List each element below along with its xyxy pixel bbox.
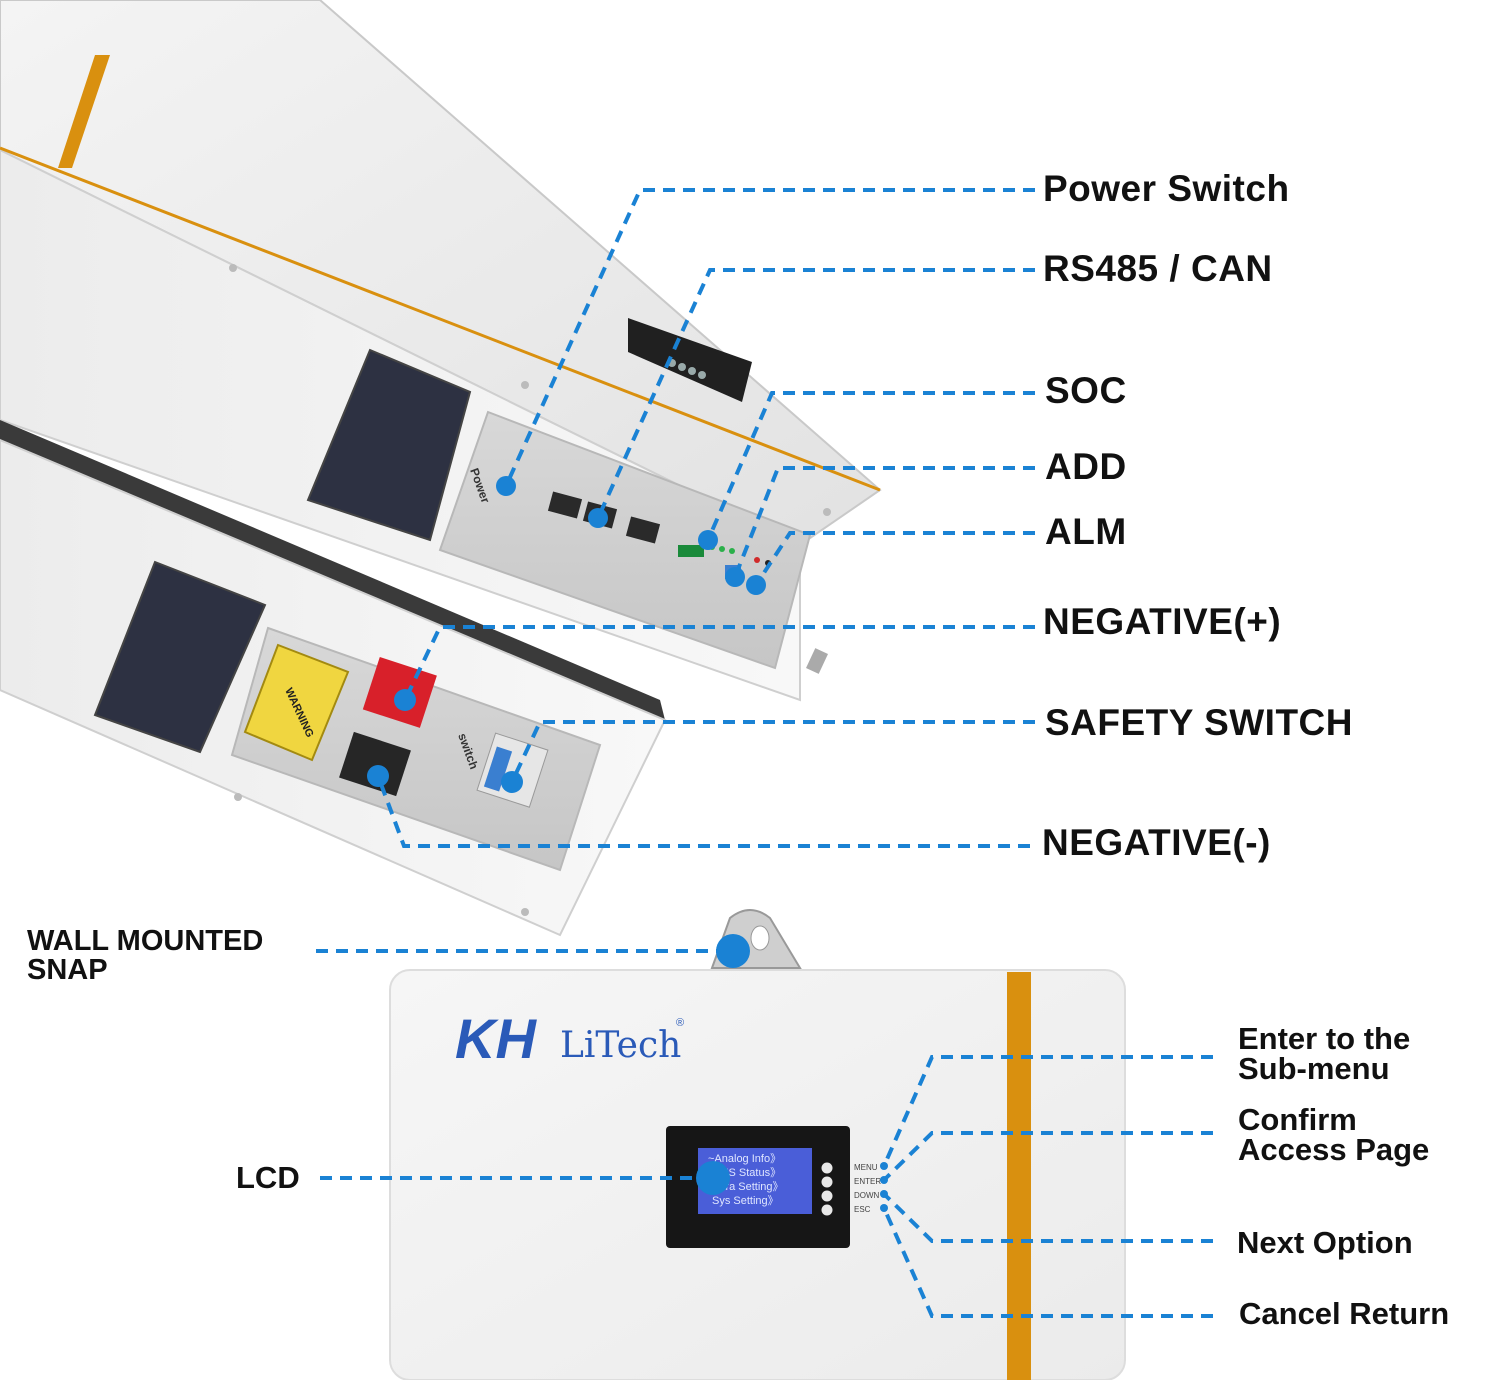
screw (229, 264, 237, 272)
upper-info-sticker (306, 348, 472, 542)
upper-battery-unit: Power (0, 0, 882, 702)
registered-mark: ® (676, 1017, 684, 1029)
button-label-enter: ENTER (854, 1177, 881, 1186)
led-indicator (729, 548, 735, 554)
label-add: ADD (1045, 446, 1127, 487)
label-enter-line-2: Sub-menu (1238, 1051, 1390, 1086)
dot-add (725, 567, 745, 587)
dot-lcd (696, 1161, 730, 1195)
dot-menu-button (880, 1162, 888, 1170)
shock-warning-sticker (243, 643, 350, 762)
leader-negative-minus (376, 775, 1030, 848)
label-negative-minus: NEGATIVE(-) (1042, 822, 1271, 863)
label-alm: ALM (1045, 511, 1127, 552)
label-confirm-access: Confirm Access Page (1238, 1102, 1430, 1167)
label-lcd: LCD (236, 1160, 300, 1195)
label-rs485-can: RS485 / CAN (1043, 248, 1273, 289)
label-enter-line-1: Enter to the (1238, 1021, 1411, 1056)
screw (521, 908, 529, 916)
upper-orange-stripe-top (58, 55, 110, 168)
lower-battery-unit: KH LiTech ® ~Analog Info》 BMS Status》 Pa… (389, 909, 1126, 1380)
label-enter-submenu: Enter to the Sub-menu (1238, 1021, 1411, 1086)
callout-leaders (316, 188, 1213, 1318)
rj45-port (547, 491, 583, 519)
label-next-option: Next Option (1237, 1225, 1413, 1260)
dot-enter-button (880, 1176, 888, 1184)
label-wall-line-2: SNAP (27, 954, 108, 986)
label-negative-plus: NEGATIVE(+) (1043, 601, 1282, 642)
green-terminal-block (678, 545, 704, 557)
label-confirm-line-2: Access Page (1238, 1132, 1430, 1167)
dot-wall-snap (716, 934, 750, 968)
dot-safety-switch (501, 771, 523, 793)
lcd-menu-line-4: Sys Setting》 (712, 1194, 779, 1207)
dot-rs485-can (588, 508, 608, 528)
brand-mark: KH (455, 1007, 537, 1070)
upper-connector-panel (438, 410, 812, 670)
leader-add (733, 466, 1035, 578)
screw (521, 381, 529, 389)
leader-cancel-return (882, 1207, 1213, 1318)
brand-name: LiTech (560, 1025, 681, 1066)
dot-alm (746, 575, 766, 595)
dot-power-switch (496, 476, 516, 496)
leader-negative-plus (403, 625, 1035, 701)
leader-next-option (882, 1192, 1213, 1243)
label-wall-mounted-snap: WALL MOUNTED SNAP (27, 927, 263, 985)
lcd-button-esc[interactable] (821, 1204, 833, 1216)
dot-esc-button (880, 1204, 888, 1212)
dot-soc (698, 530, 718, 550)
dot-down-button (880, 1190, 888, 1198)
upper-orange-stripe-edge (0, 146, 881, 492)
screw (234, 793, 242, 801)
button-label-down: DOWN (854, 1191, 880, 1200)
callout-dots (367, 476, 888, 1212)
leader-rs485-can (596, 268, 1035, 519)
screw (823, 508, 831, 516)
upper-lcd-window (628, 318, 752, 402)
middle-info-sticker (93, 560, 267, 754)
rj45-port (625, 516, 661, 544)
label-wall-line-1: WALL MOUNTED (27, 925, 264, 957)
dot-negative-plus (394, 689, 416, 711)
leader-confirm (882, 1131, 1213, 1182)
negative-terminal (339, 731, 411, 797)
upper-unit-top-face (0, 0, 882, 547)
bracket-hole (750, 925, 770, 951)
dot-negative-minus (367, 765, 389, 787)
leader-power-switch (504, 188, 1035, 487)
label-cancel-return: Cancel Return (1239, 1296, 1450, 1331)
side-bolt (806, 648, 828, 674)
leader-soc (706, 391, 1035, 541)
lcd-button-down[interactable] (821, 1190, 833, 1202)
label-power-switch: Power Switch (1043, 168, 1290, 209)
led-indicator (719, 546, 725, 552)
lcd-button-menu[interactable] (821, 1162, 833, 1174)
middle-unit-dark-edge (0, 420, 665, 720)
middle-battery-unit: WARNING switch (0, 420, 828, 937)
button-label-esc: ESC (854, 1205, 871, 1214)
label-soc: SOC (1045, 370, 1127, 411)
label-confirm-line-1: Confirm (1238, 1102, 1357, 1137)
leader-alm (754, 531, 1035, 587)
lower-orange-stripe (1007, 972, 1031, 1380)
leader-enter-submenu (882, 1055, 1213, 1167)
lcd-button-enter[interactable] (821, 1176, 833, 1188)
button-label-menu: MENU (854, 1163, 878, 1172)
lcd-menu-line-3: Para Setting》 (712, 1180, 784, 1193)
leader-safety-switch (510, 720, 1035, 783)
label-safety-switch: SAFETY SWITCH (1045, 702, 1353, 743)
led-indicator (754, 557, 760, 563)
lcd-menu-line-1: ~Analog Info》 (708, 1152, 781, 1165)
breaker-lever (483, 746, 513, 792)
